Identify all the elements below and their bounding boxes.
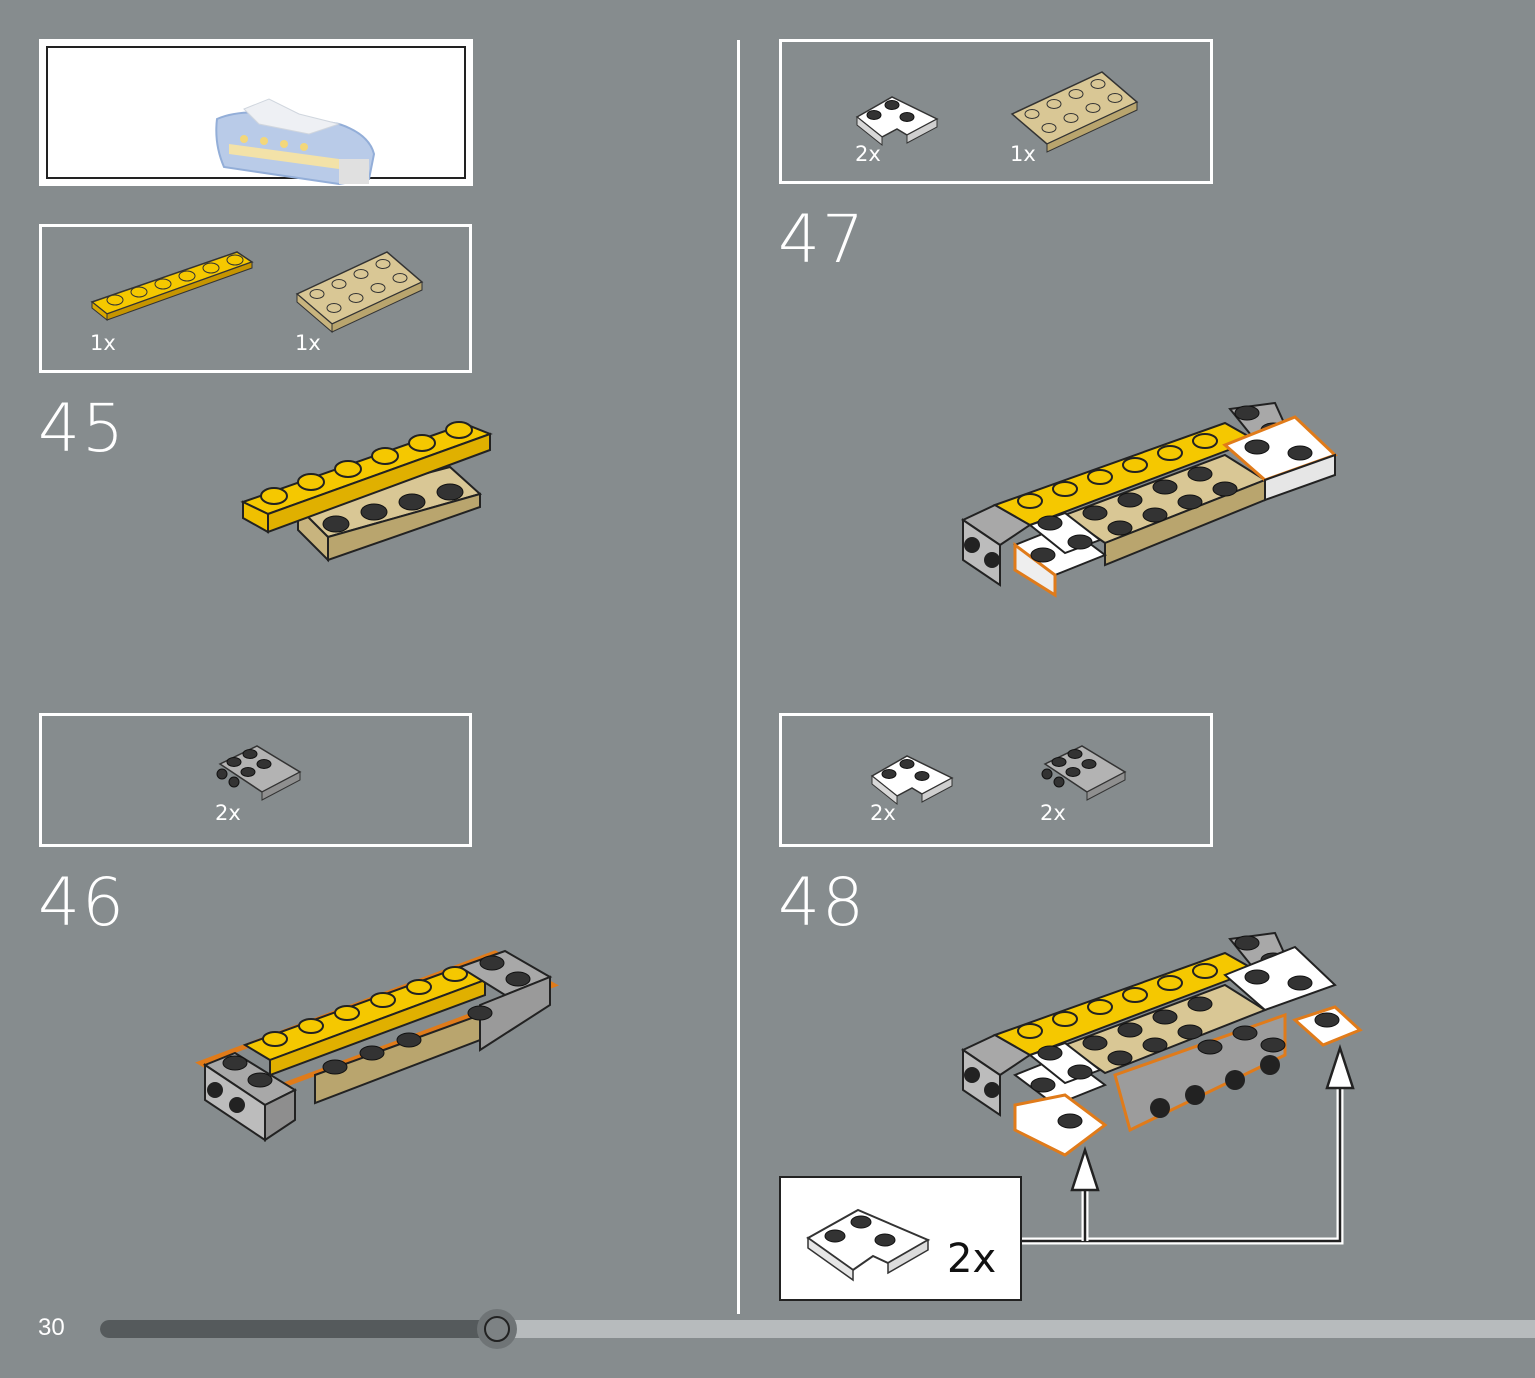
white-corner-plate-icon: [806, 1208, 931, 1282]
model-preview-image: [215, 98, 376, 186]
part-qty: 2x: [870, 801, 896, 825]
white-corner-plate-icon: [855, 96, 939, 147]
model-preview-inner-border: [46, 46, 466, 179]
page-number: 30: [38, 1314, 65, 1341]
part-qty: 2x: [215, 801, 241, 825]
part-qty: 1x: [1010, 142, 1036, 166]
step-number-45: 45: [38, 390, 126, 467]
tan-plate-icon: [1010, 71, 1139, 153]
model-preview-frame: [39, 39, 473, 186]
callout-box: 2x: [779, 1176, 1022, 1301]
white-corner-plate-icon: [870, 755, 954, 806]
step-number-47: 47: [778, 201, 866, 278]
progress-knob[interactable]: [477, 1309, 517, 1349]
column-divider: [737, 40, 740, 1314]
parts-list-step-47: 2x 1x: [779, 39, 1213, 184]
part-qty: 1x: [295, 331, 321, 355]
tan-plate-icon: [295, 251, 424, 334]
callout-qty: 2x: [947, 1236, 997, 1282]
part-qty: 1x: [90, 331, 116, 355]
parts-list-step-46: 2x: [39, 713, 472, 847]
part-qty: 2x: [1040, 801, 1066, 825]
part-qty: 2x: [855, 142, 881, 166]
step-45-assembly: [240, 421, 493, 563]
yellow-plate-icon: [90, 251, 254, 322]
parts-list-step-45: 1x 1x: [39, 224, 472, 373]
parts-list-step-48: 2x 2x: [779, 713, 1213, 847]
progress-fill: [100, 1320, 498, 1338]
step-number-48: 48: [778, 864, 866, 941]
step-48-assembly: [960, 931, 1363, 1157]
step-47-assembly: [960, 401, 1338, 598]
grey-bracket-icon: [1041, 745, 1127, 801]
step-46-assembly: [195, 949, 559, 1142]
step-number-46: 46: [38, 864, 126, 941]
grey-bracket-icon: [216, 745, 302, 801]
